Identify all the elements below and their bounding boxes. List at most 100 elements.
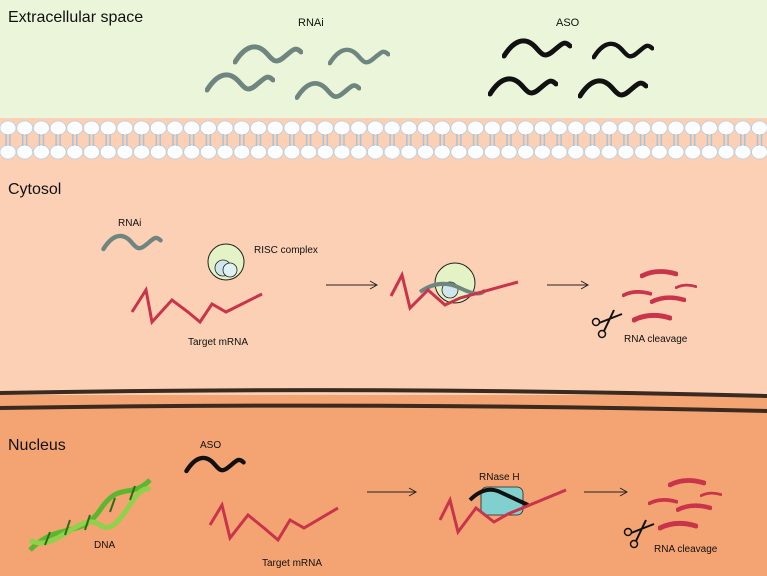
lipid-tail [422,134,429,146]
arrow-icon [547,280,590,290]
lipid-head [500,120,518,136]
lipid-tail [38,134,45,146]
lipid-tail [138,134,145,146]
lipid-tail [188,134,195,146]
lipid-head [166,120,184,136]
lipid-head [49,144,67,160]
risc-complex-icon [207,243,245,281]
lipid-tail [606,134,612,146]
lipid-head [133,120,150,136]
lipid-tail [706,134,713,146]
lipid-tail [573,134,579,146]
lipid-head [433,120,451,136]
lipid-tail [355,134,362,146]
lipid-tail [489,134,496,146]
lipid-head [667,144,685,160]
lipid-tail [389,134,395,146]
lipid-head [149,144,167,160]
arrow-icon [584,487,629,497]
lipid-head [483,120,501,136]
lipid-tail [255,134,262,146]
extracellular-region [0,0,767,125]
rnase-label: RNase H [479,472,520,483]
lipid-tail [639,134,646,146]
lipid-tail [656,134,663,146]
lipid-head [16,120,34,136]
lipid-head [717,144,735,160]
lipid-head [16,144,34,160]
lipid-head [66,144,84,160]
extracellular-rnai-label: RNAi [298,17,324,29]
nucleus-target-mrna [208,501,339,543]
lipid-head [183,120,201,136]
lipid-tail [239,134,245,146]
lipid-head [534,120,551,136]
lipid-head [634,144,651,160]
lipid-tail [172,134,178,146]
extracellular-aso-label: ASO [556,17,580,29]
lipid-head [717,120,735,136]
lipid-head [283,144,301,160]
lipid-head [33,144,50,160]
lipid-head [701,120,718,136]
lipid-tail [522,134,529,146]
lipid-head [300,120,317,136]
lipid-head [133,144,150,160]
cell-membrane [0,118,767,160]
dna-label: DNA [94,540,115,551]
lipid-head [66,120,84,136]
lipid-head [166,144,184,160]
lipid-head [450,120,468,136]
lipid-head [734,120,752,136]
lipid-tail [623,134,629,146]
lipid-head [534,144,551,160]
nuclear-envelope-outer [0,388,767,398]
lipid-head [99,120,117,136]
lipid-tail [589,134,596,146]
cytosol-target-label: Target mRNA [188,337,248,348]
lipid-head [0,144,17,160]
lipid-tail [756,134,763,146]
lipid-head [266,120,284,136]
lipid-head [567,144,585,160]
lipid-head [550,120,568,136]
lipid-head [316,144,334,160]
lipid-head [216,120,234,136]
nucleus-cleavage-label: RNA cleavage [654,544,718,555]
lipid-head [550,144,568,160]
cytosol-target-mrna [130,285,263,326]
nucleus-aso-label: ASO [200,440,221,451]
nucleus-target-label: Target mRNA [262,558,322,569]
rnase-h-bound-complex-icon [438,486,567,536]
lipid-head [33,120,50,136]
lipid-head [250,144,267,160]
lipid-tail [372,134,379,146]
lipid-tail [105,134,111,146]
lipid-head [367,144,384,160]
lipid-head [650,144,668,160]
lipid-tail [723,134,729,146]
lipid-head [83,144,100,160]
risc-bound-complex-icon [389,262,519,311]
lipid-tail [472,134,479,146]
arrow-icon [367,487,418,497]
lipid-head [483,144,501,160]
arrow-icon [326,280,379,290]
risc-label: RISC complex [254,245,318,256]
lipid-head [467,120,484,136]
lipid-head [433,144,451,160]
lipid-head [617,120,635,136]
lipid-head [300,144,317,160]
extracellular-title: Extracellular space [8,9,143,26]
lipid-head [417,120,434,136]
cytosol-rnai-label: RNAi [118,218,141,229]
lipid-head [584,144,601,160]
lipid-head [517,120,535,136]
lipid-tail [539,134,546,146]
lipid-tail [506,134,512,146]
lipid-head [200,144,217,160]
lipid-head [200,120,217,136]
lipid-head [149,120,167,136]
lipid-head [500,144,518,160]
